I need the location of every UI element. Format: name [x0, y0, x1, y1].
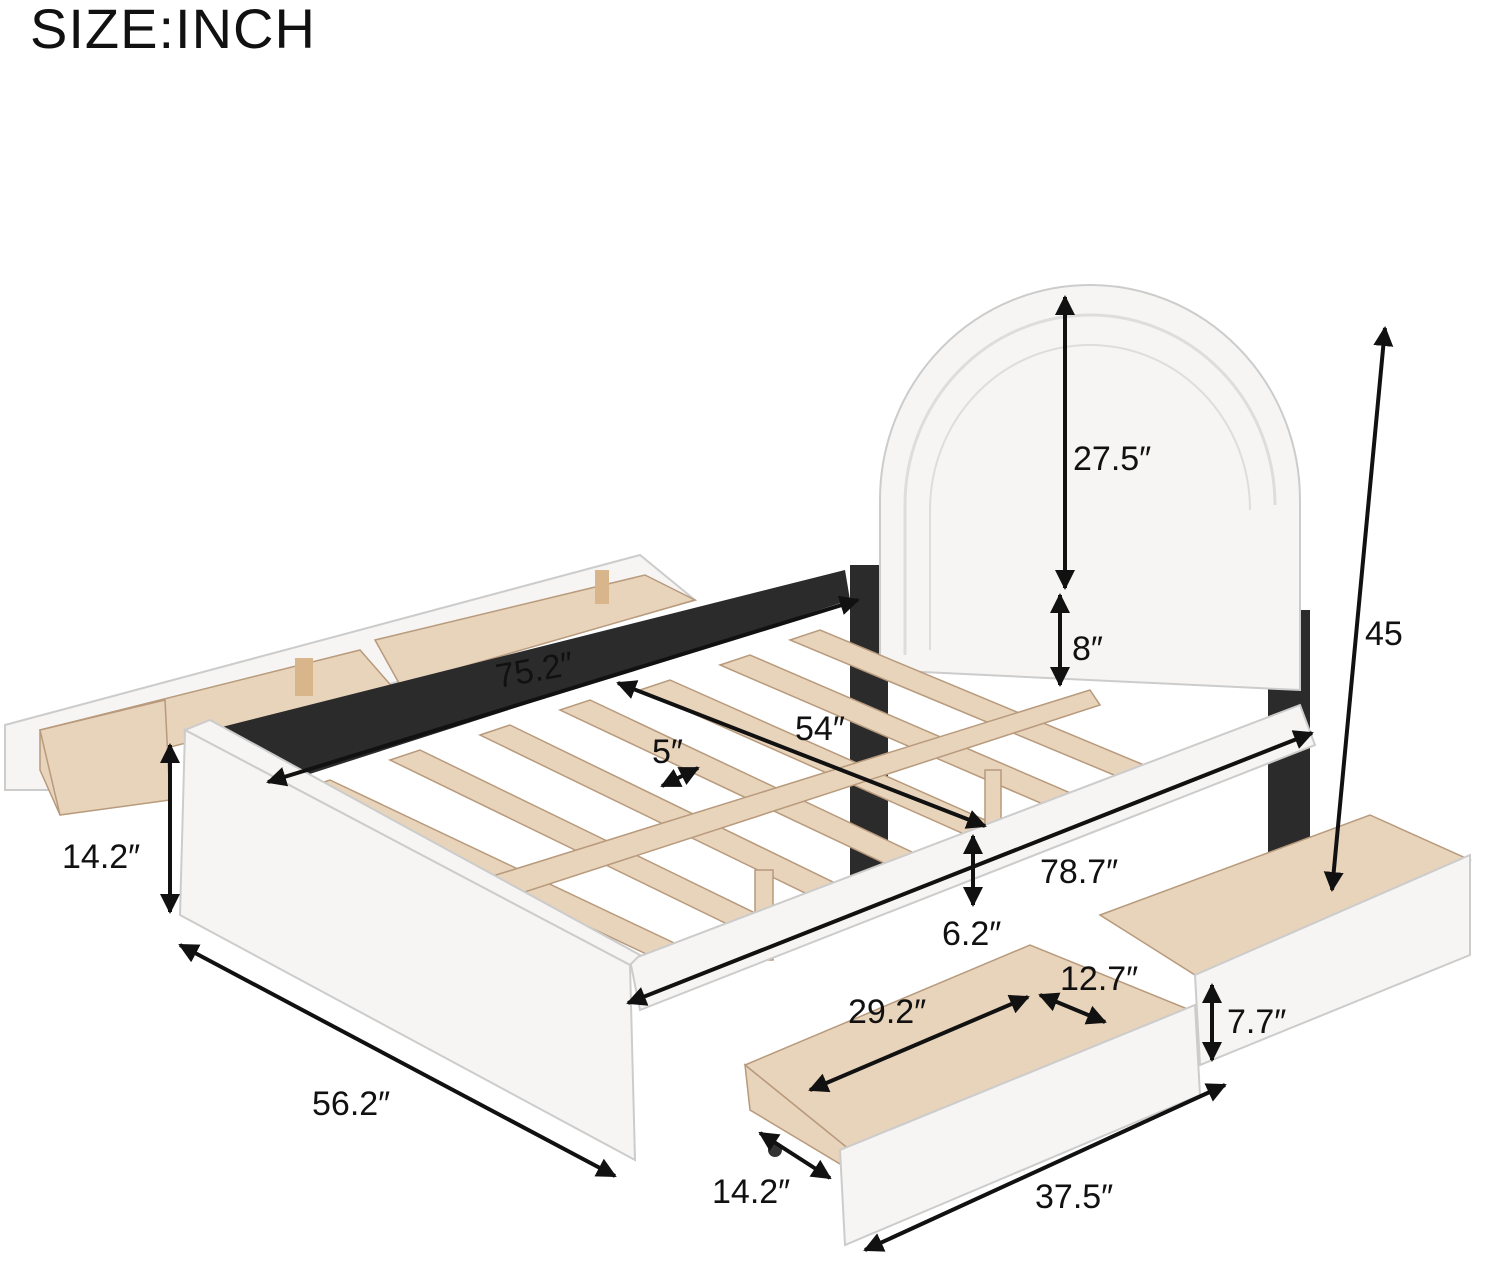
label-total-width: 56.2″ — [312, 1085, 390, 1123]
label-drawer-length: 37.5″ — [1035, 1178, 1113, 1216]
label-drawer-depth: 14.2″ — [712, 1173, 790, 1211]
label-headboard-height: 27.5″ — [1073, 440, 1151, 478]
label-total-length: 78.7″ — [1040, 853, 1118, 891]
label-drawer-height: 7.7″ — [1227, 1003, 1286, 1041]
footboard — [178, 718, 642, 1162]
label-drawer-inner-length: 29.2″ — [848, 993, 926, 1031]
label-leg-clearance: 8″ — [1072, 630, 1103, 668]
headboard — [879, 284, 1301, 692]
label-rail-height: 6.2″ — [942, 915, 1001, 953]
label-footboard-height: 14.2″ — [62, 838, 140, 876]
label-inner-width: 54″ — [795, 710, 845, 748]
dimension-arrows — [160, 295, 1394, 1252]
size-unit-title: SIZE:INCH — [30, 0, 316, 60]
label-total-height: 45 — [1365, 615, 1403, 653]
label-slat-gap: 5″ — [652, 733, 683, 771]
label-drawer-inner-width: 12.7″ — [1060, 960, 1138, 998]
